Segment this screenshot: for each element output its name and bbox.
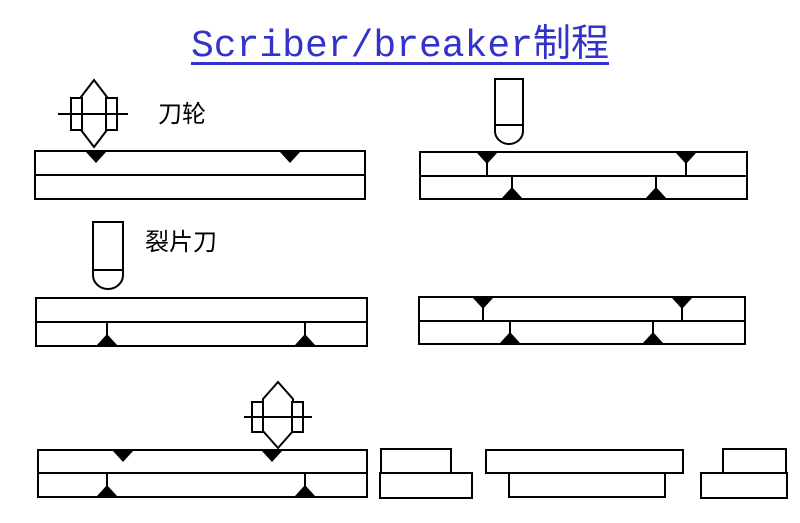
scribe-notch xyxy=(295,334,315,345)
glass-bottom-layer xyxy=(379,472,473,499)
panel-cracked-both xyxy=(419,151,748,200)
scribe-notch xyxy=(295,485,315,496)
glass-top-layer xyxy=(380,448,452,474)
scribe-notch xyxy=(113,451,133,462)
scribe-notch xyxy=(643,332,663,343)
scribe-notch xyxy=(280,152,300,163)
breaker-blade-icon xyxy=(92,221,124,290)
scribe-notch xyxy=(477,153,497,164)
panel-scribed-top xyxy=(34,150,366,200)
broken-piece-left xyxy=(379,448,473,499)
scribe-notch xyxy=(676,153,696,164)
glass-top-layer xyxy=(34,150,366,176)
scribe-notch xyxy=(473,298,493,309)
panel-scribed-top-cracked-bottom xyxy=(37,449,368,498)
glass-top-layer xyxy=(35,297,368,323)
glass-bottom-layer xyxy=(508,472,666,498)
scribe-notch xyxy=(500,332,520,343)
glass-top-layer xyxy=(419,151,748,177)
glass-bottom-layer xyxy=(419,175,748,200)
blade-round-tip xyxy=(494,125,524,145)
glass-bottom-layer xyxy=(34,174,366,200)
glass-top-layer xyxy=(722,448,787,474)
scribe-notch xyxy=(262,451,282,462)
glass-top-layer xyxy=(37,449,368,474)
scribe-notch xyxy=(646,187,666,198)
broken-piece-right xyxy=(700,448,788,499)
scribe-notch xyxy=(502,187,522,198)
glass-top-layer xyxy=(485,449,684,474)
glass-bottom-layer xyxy=(418,320,746,345)
panel-cracked-both xyxy=(418,296,746,345)
breaker-blade-icon xyxy=(494,78,524,145)
panel-cracked-bottom xyxy=(35,297,368,347)
glass-bottom-layer xyxy=(700,472,788,499)
blade-round-tip xyxy=(92,270,124,290)
scriber-wheel-icon xyxy=(244,380,312,450)
scriber-wheel-label: 刀轮 xyxy=(158,101,206,128)
scribe-notch xyxy=(97,334,117,345)
broken-piece-center xyxy=(485,449,684,498)
blade-body xyxy=(92,221,124,271)
scribe-notch xyxy=(86,152,106,163)
glass-bottom-layer xyxy=(37,472,368,498)
scribe-notch xyxy=(672,298,692,309)
wheel-hexagon xyxy=(262,380,294,450)
scriber-wheel-icon xyxy=(58,78,128,149)
page-title: Scriber/breaker制程 xyxy=(190,25,610,68)
glass-bottom-layer xyxy=(35,321,368,347)
blade-body xyxy=(494,78,524,126)
glass-top-layer xyxy=(418,296,746,322)
scribe-notch xyxy=(97,485,117,496)
breaker-blade-label: 裂片刀 xyxy=(145,229,217,256)
